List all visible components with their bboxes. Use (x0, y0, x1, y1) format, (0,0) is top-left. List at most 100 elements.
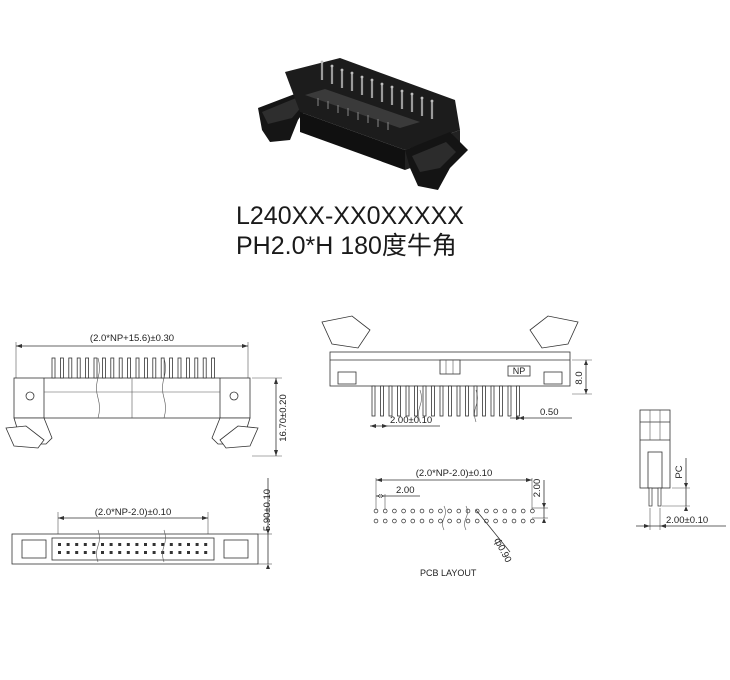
side-pin (380, 385, 384, 417)
bottom-pin (135, 551, 139, 554)
side-pin (388, 385, 393, 417)
connector-3d-render (258, 58, 468, 190)
bottom-pin (75, 543, 79, 546)
side-np-label: NP (513, 366, 526, 376)
bottom-pin (152, 543, 156, 546)
bottom-pin (169, 551, 173, 554)
bottom-pin (152, 551, 156, 554)
pcb-hole (474, 518, 480, 524)
front-pin (93, 357, 98, 379)
bottom-pin (161, 543, 165, 546)
pcb-hole (493, 518, 498, 524)
side-pin (490, 385, 495, 417)
bottom-pin (195, 551, 199, 554)
pcb-hole (456, 518, 462, 524)
part-number-title: L240XX-XX0XXXXX (236, 202, 464, 230)
bottom-pin (92, 551, 96, 554)
pcb-hole (401, 508, 406, 514)
product-subtitle: PH2.0*H 180度牛角 (236, 232, 457, 260)
pcb-hole (428, 508, 434, 514)
pcb-hole (410, 508, 416, 514)
side-pin (465, 385, 469, 417)
bottom-pin (92, 543, 96, 546)
front-pin (202, 357, 207, 379)
side-pin (482, 385, 486, 417)
pcb-hole (484, 508, 489, 514)
front-pin (160, 357, 165, 379)
side-pin (516, 385, 520, 417)
bottom-pin (118, 551, 122, 554)
pcb-hole (419, 508, 425, 514)
pcb-layout-caption: PCB LAYOUT (420, 568, 477, 578)
pcb-hole (502, 518, 508, 524)
bottom-pin (144, 543, 147, 546)
front-height: 16.70±0.20 (278, 394, 289, 441)
pcb-hole (410, 518, 416, 524)
front-pin (177, 357, 182, 379)
front-pin (110, 357, 115, 379)
bottom-width: 5.90±0.10 (262, 489, 273, 531)
pcb-hole (373, 518, 379, 524)
pcb-pitch-y: 2.00 (532, 479, 543, 498)
side-pin (439, 385, 444, 417)
bottom-pin (58, 543, 61, 546)
bottom-pin (75, 551, 79, 554)
front-pin (76, 357, 81, 379)
front-pin (185, 357, 190, 379)
bottom-pin (195, 543, 199, 546)
pcb-hole (511, 518, 517, 524)
front-pin (85, 357, 89, 379)
pcb-hole (447, 518, 452, 524)
pcb-hole (502, 508, 508, 514)
pcb-hole (465, 518, 471, 524)
pcb-hole (382, 508, 388, 514)
bottom-pin (83, 543, 87, 546)
end-view: PC 2.00±0.10 (636, 409, 726, 530)
side-pin (448, 385, 452, 417)
pcb-pitch-x: 2.00 (396, 485, 415, 496)
front-pin (135, 357, 140, 379)
pcb-hole (428, 518, 434, 524)
end-pc-label: PC (674, 465, 685, 478)
side-pin (507, 385, 512, 417)
pcb-hole (392, 518, 397, 524)
bottom-pin (109, 543, 113, 546)
front-pin (143, 357, 148, 379)
front-pin (68, 357, 73, 379)
side-pin (422, 385, 427, 417)
bottom-pin (187, 551, 190, 554)
pcb-hole (438, 508, 443, 514)
bottom-pin (101, 543, 104, 546)
bottom-row-span: (2.0*NP-2.0)±0.10 (95, 507, 172, 518)
side-pitch: 2.00±0.10 (390, 415, 432, 426)
front-pin (127, 357, 131, 379)
pcb-hole (493, 508, 498, 514)
front-pin (60, 357, 64, 379)
side-pin (456, 385, 461, 417)
pcb-hole (511, 508, 517, 514)
side-pin (431, 385, 435, 417)
front-view: (2.0*NP+15.6)±0.30 16.70±0.20 (5, 333, 289, 457)
pcb-hole (520, 508, 526, 514)
front-pin (51, 357, 56, 379)
pcb-hole (530, 518, 535, 524)
side-pin-size: 0.50 (540, 407, 559, 418)
pcb-hole (392, 508, 397, 514)
bottom-pin (66, 543, 70, 546)
side-pin (414, 385, 418, 417)
end-pitch: 2.00±0.10 (666, 515, 708, 526)
pcb-hole (465, 508, 471, 514)
bottom-pin (178, 551, 182, 554)
bottom-pin (109, 551, 113, 554)
bottom-pin (126, 543, 130, 546)
side-pin (405, 385, 410, 417)
bottom-pin (187, 543, 190, 546)
side-view: NP 8.0 2.00±0.10 0.50 (321, 315, 592, 428)
bottom-pin (169, 543, 173, 546)
pcb-hole (373, 508, 379, 514)
pcb-hole (447, 508, 452, 514)
bottom-pin (126, 551, 130, 554)
side-pin (371, 385, 376, 417)
pcb-hole (382, 518, 388, 524)
pcb-hole (438, 518, 443, 524)
